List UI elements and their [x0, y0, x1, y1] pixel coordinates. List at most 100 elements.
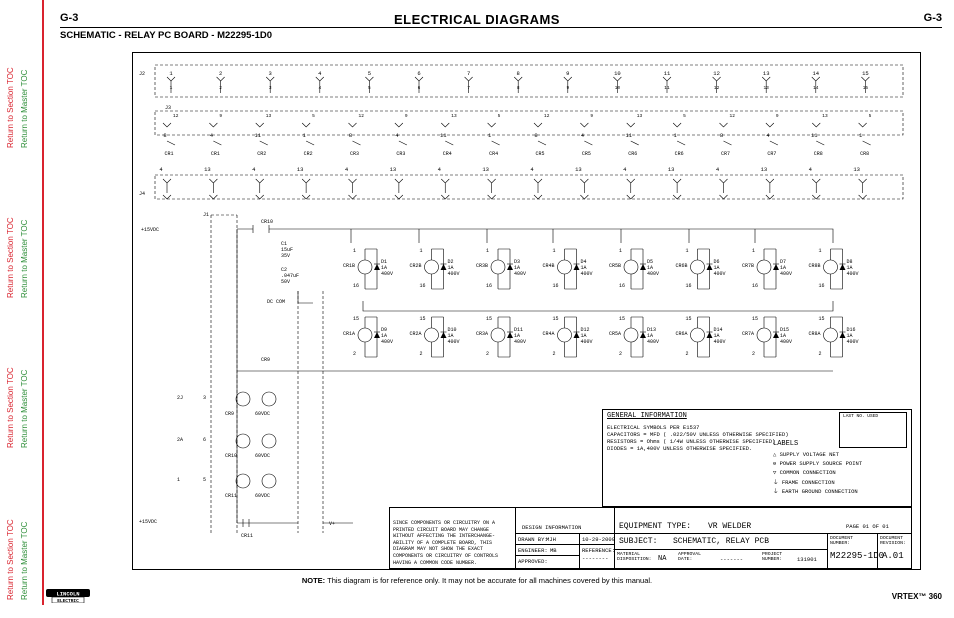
- j4-pin-symbol: [626, 178, 635, 193]
- j3-pin-symbol: [209, 122, 218, 128]
- contact-cr-label: CR4: [489, 151, 498, 157]
- document-revision-value: A.01: [882, 551, 904, 561]
- general-information-block: GENERAL INFORMATION ELECTRICAL SYMBOLS P…: [602, 409, 912, 507]
- label-power-supply-source: ⊖ POWER SUPPLY SOURCE POINT: [773, 460, 863, 467]
- bottom-relay-pin-top: 15: [486, 316, 492, 322]
- j4-pin-symbol-lower: [672, 194, 682, 200]
- label-frame-connection: ⏚ FRAME CONNECTION: [773, 479, 835, 486]
- return-master-toc-link-4[interactable]: Return to Master TOC: [20, 521, 29, 600]
- bottom-relay-label: CR6A: [676, 331, 688, 337]
- reference-value: --------: [582, 555, 609, 562]
- engineer-label: ENGINEER:: [518, 547, 548, 554]
- j3-pin-label: 4: [395, 132, 399, 139]
- j3-pin-symbol: [719, 122, 728, 128]
- label-earth-ground: ⏚ EARTH GROUND CONNECTION: [773, 488, 858, 495]
- j3-pin-ref: 9: [776, 113, 779, 119]
- j3-pin-symbol: [162, 122, 172, 128]
- j2-pin-ref: 10: [615, 85, 621, 91]
- drawn-by-label: DRAWN BY:: [518, 536, 548, 543]
- contact-cr-label: CR1: [164, 151, 173, 157]
- j3-pin-ref: 5: [683, 113, 686, 119]
- bottom-diode-rating: 1A: [514, 333, 520, 339]
- j4-pin-label: 13: [668, 166, 675, 173]
- project-number-label: PROJECT NUMBER:: [762, 552, 783, 562]
- top-diode-rating: 400V: [780, 271, 792, 277]
- j3-pin-label: 1: [488, 132, 492, 139]
- contact-switch: [491, 140, 500, 146]
- bottom-relay-label: CR4A: [543, 331, 555, 337]
- general-info-line-2: CAPACITORS = MFD ( .022/50V UNLESS OTHER…: [607, 431, 789, 438]
- top-diode-rating: 1A: [581, 265, 587, 271]
- material-disposition-label: MATERIAL DISPOSITION:: [617, 552, 652, 562]
- bottom-relay-label: CR8A: [809, 331, 821, 337]
- j3-pin-ref: 9: [219, 113, 222, 119]
- j4-pin-symbol-lower: [209, 194, 218, 200]
- cr10-contact: [252, 225, 270, 233]
- bottom-relay-pin-top: 15: [420, 316, 426, 322]
- bottom-diode-rating: 400V: [381, 339, 393, 345]
- return-section-toc-link-1[interactable]: Return to Section TOC: [6, 67, 15, 148]
- bottom-diode-symbol: [573, 332, 580, 338]
- top-diode-rating: 1A: [514, 265, 520, 271]
- return-section-toc-link-2[interactable]: Return to Section TOC: [6, 217, 15, 298]
- coil-label: CR10: [225, 453, 237, 459]
- j2-pin-symbol: [216, 76, 225, 82]
- top-diode-label: D2: [448, 259, 454, 265]
- j4-pin-label: 4: [159, 166, 163, 173]
- j2-pin-ref: 5: [368, 85, 371, 91]
- top-relay-pin-top: 1: [420, 248, 423, 254]
- c1-voltage: 35V: [281, 253, 290, 259]
- top-diode-rating: 1A: [381, 265, 387, 271]
- return-section-toc-link-4[interactable]: Return to Section TOC: [6, 519, 15, 600]
- j4-pin-label: 4: [345, 166, 349, 173]
- top-relay-coil: [756, 259, 772, 275]
- bottom-relay-pin-top: 15: [752, 316, 758, 322]
- j4-pin-symbol-lower: [580, 194, 589, 200]
- top-relay-label: CR5B: [609, 263, 621, 269]
- contact-cr-label: CR5: [535, 151, 544, 157]
- page-count: PAGE 01 OF 01: [846, 523, 889, 530]
- contact-cr-label: CR8: [860, 151, 869, 157]
- lincoln-electric-logo: LINCOLN ELECTRIC: [46, 589, 90, 603]
- j4-pin-symbol-lower: [812, 194, 821, 200]
- j4-pin-symbol: [441, 178, 450, 193]
- bottom-diode-label: D15: [780, 327, 789, 333]
- contact-switch: [259, 140, 268, 146]
- cr10-contact-label: CR10: [261, 219, 273, 225]
- top-relay-pin-bottom: 16: [353, 283, 359, 289]
- j2-pin-label: 2: [219, 70, 222, 77]
- bottom-relay-pin-top: 15: [686, 316, 692, 322]
- j3-pin-label: 4: [210, 132, 214, 139]
- coil-input-pin: 5: [203, 477, 206, 483]
- top-diode-rating: 400V: [714, 271, 726, 277]
- document-number-value: M22295-1D0: [830, 551, 885, 561]
- j4-pin-symbol-lower: [719, 194, 728, 200]
- engineer-value: MB: [550, 547, 557, 554]
- bottom-diode-label: D12: [581, 327, 590, 333]
- j2-pin-ref: 14: [813, 85, 819, 91]
- bottom-diode-rating: 1A: [581, 333, 587, 339]
- bottom-diode-rating: 400V: [780, 339, 792, 345]
- return-section-toc-link-3[interactable]: Return to Section TOC: [6, 367, 15, 448]
- return-master-toc-link-1[interactable]: Return to Master TOC: [20, 69, 29, 148]
- j3-pin-label: 11: [625, 132, 632, 139]
- j4-pin-label: 13: [761, 166, 768, 173]
- top-relay-label: CR6B: [676, 263, 688, 269]
- j2-pin-ref: 9: [566, 85, 569, 91]
- j4-pin-symbol-lower: [348, 194, 357, 200]
- cr9-contact-label: CR9: [261, 357, 270, 363]
- j2-pin-symbol: [315, 76, 325, 82]
- j2-pin-label: 7: [467, 70, 470, 77]
- document-revision-label: DOCUMENT REVISION:: [880, 536, 906, 546]
- bottom-diode-rating: 400V: [847, 339, 859, 345]
- j2-pin-ref: 15: [863, 85, 869, 91]
- return-master-toc-link-2[interactable]: Return to Master TOC: [20, 219, 29, 298]
- bottom-diode-rating: 1A: [448, 333, 454, 339]
- bottom-relay-coil: [690, 327, 705, 343]
- contact-switch: [537, 140, 547, 146]
- bottom-diode-rating: 400V: [647, 339, 659, 345]
- top-diode-symbol: [374, 264, 380, 270]
- top-relay-pin-top: 1: [486, 248, 489, 254]
- return-master-toc-link-3[interactable]: Return to Master TOC: [20, 369, 29, 448]
- j3-pin-ref: 12: [173, 113, 179, 119]
